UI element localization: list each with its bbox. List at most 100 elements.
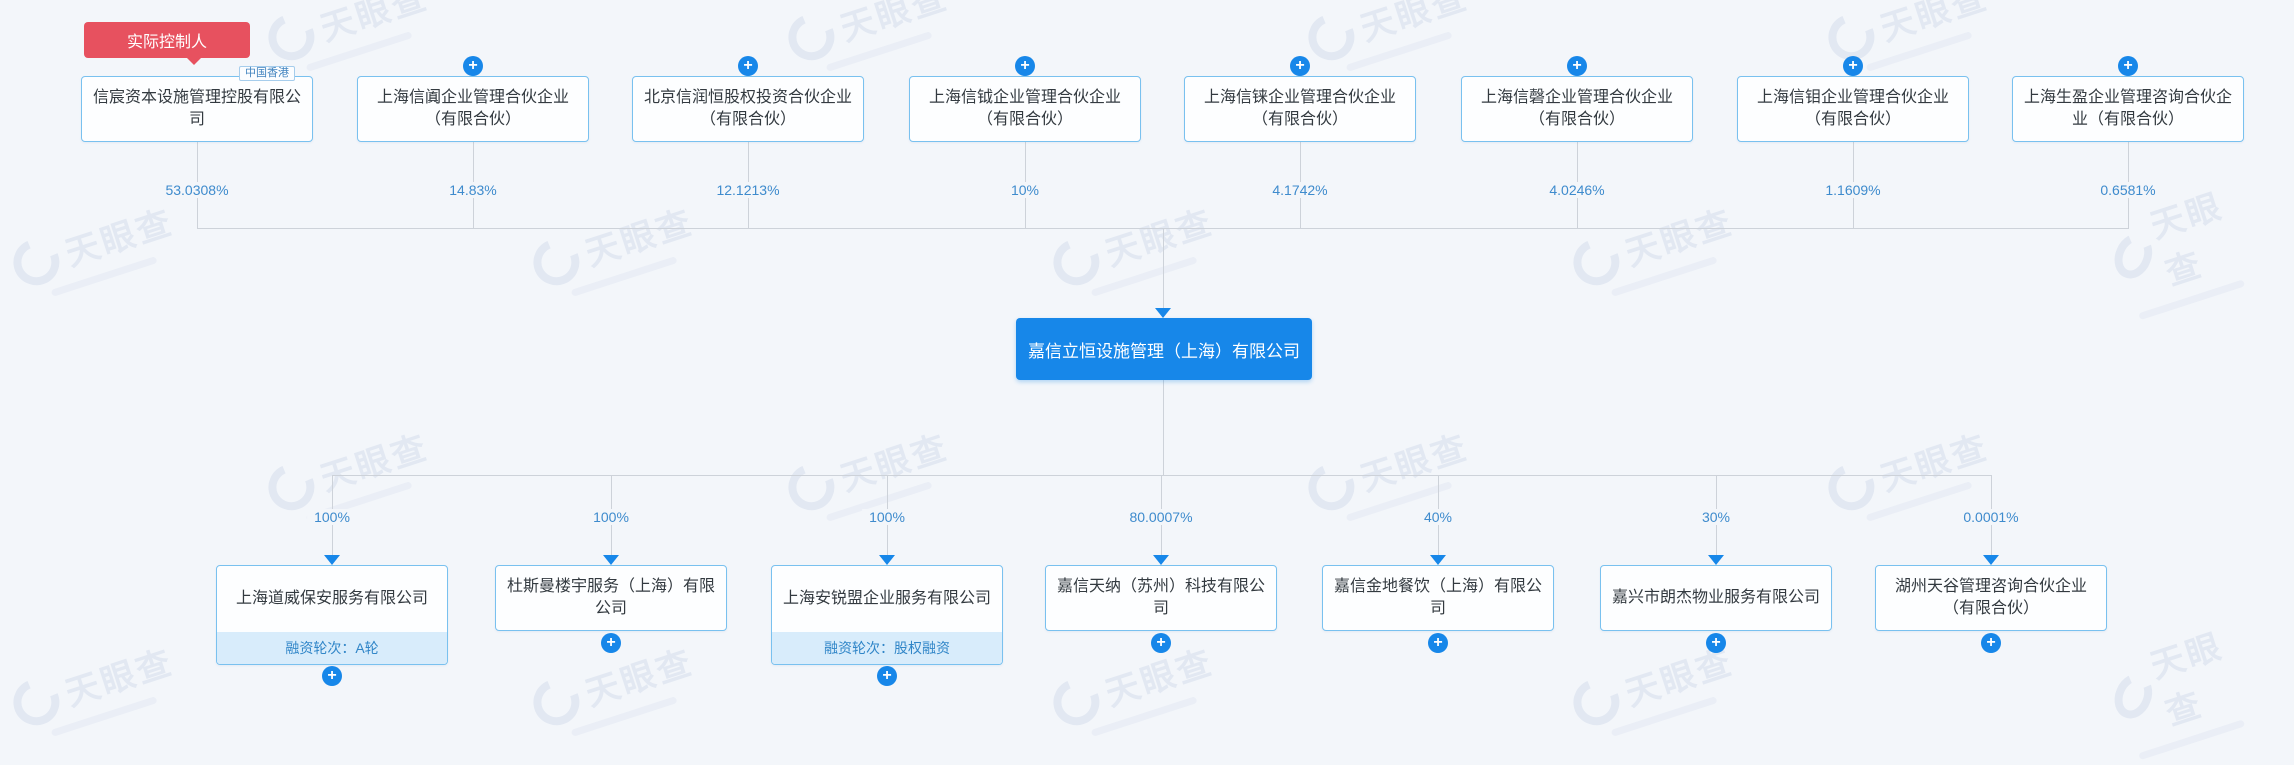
- expand-plus-icon[interactable]: +: [601, 633, 621, 653]
- expand-plus-icon[interactable]: +: [1843, 56, 1863, 76]
- funding-round-label: 融资轮次：A轮: [217, 632, 447, 664]
- arrow-down-icon: [603, 555, 619, 565]
- arrow-down-icon: [1708, 555, 1724, 565]
- company-name: 上海生盈企业管理咨询合伙企业（有限合伙）: [2023, 89, 2232, 128]
- arrow-down-icon: [1430, 555, 1446, 565]
- shareholding-percent: 4.0246%: [1542, 182, 1612, 198]
- expand-plus-icon[interactable]: +: [1428, 633, 1448, 653]
- funding-round-label: 融资轮次：股权融资: [772, 632, 1002, 664]
- expand-plus-icon[interactable]: +: [1706, 633, 1726, 653]
- company-name: 上海信钺企业管理合伙企业（有限合伙）: [928, 89, 1121, 128]
- tianyancha-watermark: 天眼查: [1046, 635, 1223, 746]
- company-name: 嘉信金地餐饮（上海）有限公司: [1333, 578, 1542, 617]
- company-name: 北京信润恒股权投资合伙企业（有限合伙）: [643, 89, 852, 128]
- company-name: 上海信磬企业管理合伙企业（有限合伙）: [1480, 89, 1673, 128]
- shareholder-node[interactable]: 上海信阗企业管理合伙企业（有限合伙）: [357, 76, 589, 142]
- shareholder-node[interactable]: 信宸资本设施管理控股有限公司: [81, 76, 313, 142]
- tianyancha-logo-icon: [6, 671, 67, 732]
- tianyancha-logo-icon: [526, 231, 587, 292]
- shareholder-node[interactable]: 上海信钼企业管理合伙企业（有限合伙）: [1737, 76, 1969, 142]
- shareholding-percent: 0.6581%: [2093, 182, 2163, 198]
- shareholder-node[interactable]: 上海信磬企业管理合伙企业（有限合伙）: [1461, 76, 1693, 142]
- subsidiary-node[interactable]: 嘉兴市朗杰物业服务有限公司: [1600, 565, 1832, 631]
- shareholding-percent: 0.0001%: [1956, 509, 2026, 525]
- shareholder-node[interactable]: 上海生盈企业管理咨询合伙企业（有限合伙）: [2012, 76, 2244, 142]
- company-name: 嘉兴市朗杰物业服务有限公司: [1611, 589, 1820, 606]
- expand-plus-icon[interactable]: +: [463, 56, 483, 76]
- expand-plus-icon[interactable]: +: [738, 56, 758, 76]
- subsidiary-node[interactable]: 湖州天谷管理咨询合伙企业（有限合伙）: [1875, 565, 2107, 631]
- connector-line: [1163, 380, 1164, 475]
- company-name: 嘉信天纳（苏州）科技有限公司: [1056, 578, 1265, 617]
- tianyancha-logo-icon: [1821, 456, 1882, 517]
- shareholding-percent: 53.0308%: [158, 182, 236, 198]
- tianyancha-logo-icon: [1566, 671, 1627, 732]
- expand-plus-icon[interactable]: +: [1015, 56, 1035, 76]
- shareholding-percent: 30%: [1694, 509, 1738, 525]
- company-name: 信宸资本设施管理控股有限公司: [92, 89, 301, 128]
- tianyancha-logo-icon: [2108, 228, 2159, 285]
- shareholding-percent: 80.0007%: [1122, 509, 1200, 525]
- tianyancha-watermark: 天眼查: [781, 0, 958, 80]
- tianyancha-logo-icon: [1301, 6, 1362, 67]
- expand-plus-icon[interactable]: +: [877, 666, 897, 686]
- shareholding-percent: 100%: [862, 509, 912, 525]
- company-name: 上海信钼企业管理合伙企业（有限合伙）: [1756, 89, 1949, 128]
- connector-line: [1163, 228, 1164, 309]
- tianyancha-watermark: 天眼查: [6, 195, 183, 306]
- subsidiary-node[interactable]: 杜斯曼楼宇服务（上海）有限公司: [495, 565, 727, 631]
- shareholding-percent: 10%: [1003, 182, 1047, 198]
- company-name: 湖州天谷管理咨询合伙企业（有限合伙）: [1894, 578, 2087, 617]
- tianyancha-watermark: 天眼查: [1046, 195, 1223, 306]
- shareholding-percent: 1.1609%: [1818, 182, 1888, 198]
- tianyancha-logo-icon: [2108, 668, 2159, 725]
- region-tag: 中国香港: [239, 66, 295, 81]
- expand-plus-icon[interactable]: +: [1290, 56, 1310, 76]
- arrow-down-icon: [1153, 555, 1169, 565]
- shareholding-percent: 12.1213%: [709, 182, 787, 198]
- shareholding-percent: 100%: [307, 509, 357, 525]
- subsidiary-node[interactable]: 嘉信金地餐饮（上海）有限公司: [1322, 565, 1554, 631]
- subsidiary-node[interactable]: 嘉信天纳（苏州）科技有限公司: [1045, 565, 1277, 631]
- expand-plus-icon[interactable]: +: [322, 666, 342, 686]
- tianyancha-logo-icon: [1301, 456, 1362, 517]
- tianyancha-watermark: 天眼查: [526, 195, 703, 306]
- company-name: 上海安锐盟企业服务有限公司: [782, 590, 991, 607]
- company-name: 上海道威保安服务有限公司: [235, 590, 428, 607]
- expand-plus-icon[interactable]: +: [1151, 633, 1171, 653]
- arrow-down-icon: [1155, 308, 1171, 318]
- shareholding-percent: 4.1742%: [1265, 182, 1335, 198]
- tianyancha-logo-icon: [1566, 231, 1627, 292]
- tianyancha-watermark: 天眼查: [1301, 0, 1478, 80]
- shareholding-percent: 100%: [586, 509, 636, 525]
- tianyancha-logo-icon: [781, 6, 842, 67]
- tianyancha-logo-icon: [781, 456, 842, 517]
- shareholding-percent: 40%: [1416, 509, 1460, 525]
- tianyancha-logo-icon: [261, 6, 322, 67]
- shareholder-node[interactable]: 北京信润恒股权投资合伙企业（有限合伙）: [632, 76, 864, 142]
- expand-plus-icon[interactable]: +: [2118, 56, 2138, 76]
- shareholder-node[interactable]: 上海信钺企业管理合伙企业（有限合伙）: [909, 76, 1141, 142]
- company-name: 杜斯曼楼宇服务（上海）有限公司: [506, 578, 715, 617]
- tianyancha-watermark: 天眼查: [2101, 178, 2249, 321]
- connector-line: [332, 475, 1992, 476]
- subsidiary-node[interactable]: 上海安锐盟企业服务有限公司 融资轮次：股权融资: [771, 565, 1003, 665]
- subsidiary-node[interactable]: 上海道威保安服务有限公司 融资轮次：A轮: [216, 565, 448, 665]
- arrow-down-icon: [324, 555, 340, 565]
- tianyancha-logo-icon: [1046, 671, 1107, 732]
- tianyancha-watermark: 天眼查: [2101, 618, 2249, 761]
- company-name: 上海信铼企业管理合伙企业（有限合伙）: [1203, 89, 1396, 128]
- tianyancha-watermark: 天眼查: [1566, 195, 1743, 306]
- shareholder-node[interactable]: 上海信铼企业管理合伙企业（有限合伙）: [1184, 76, 1416, 142]
- tianyancha-logo-icon: [261, 456, 322, 517]
- tianyancha-logo-icon: [1046, 231, 1107, 292]
- tianyancha-watermark: 天眼查: [6, 635, 183, 746]
- company-name: 上海信阗企业管理合伙企业（有限合伙）: [376, 89, 569, 128]
- actual-controller-badge: 实际控制人: [84, 22, 250, 65]
- expand-plus-icon[interactable]: +: [1981, 633, 2001, 653]
- expand-plus-icon[interactable]: +: [1567, 56, 1587, 76]
- tianyancha-logo-icon: [6, 231, 67, 292]
- root-company-node[interactable]: 嘉信立恒设施管理（上海）有限公司: [1016, 318, 1312, 380]
- arrow-down-icon: [1983, 555, 1999, 565]
- shareholding-percent: 14.83%: [442, 182, 504, 198]
